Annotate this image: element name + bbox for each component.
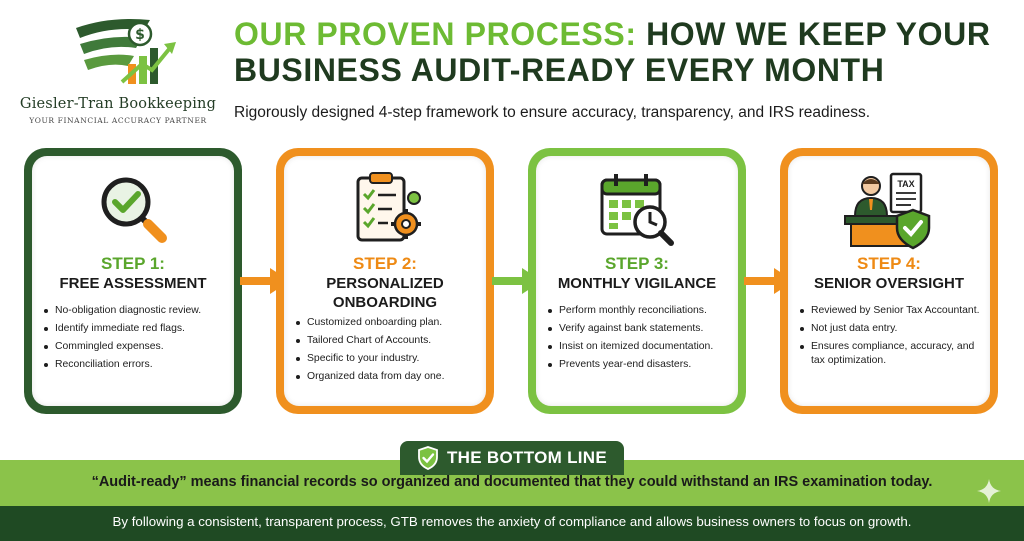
step-title: MONTHLY VIGILANCE (557, 275, 717, 292)
bottom-line-statement: “Audit-ready” means financial records so… (91, 474, 933, 490)
bottom-line-header: THE BOTTOM LINE (400, 441, 624, 475)
step-card-3: STEP 3: MONTHLY VIGILANCE Perform monthl… (528, 148, 746, 414)
brand-name: Giesler-Tran Bookkeeping (19, 96, 217, 112)
step-card-1: STEP 1: FREE ASSESSMENT No-obligation di… (24, 148, 242, 414)
magnifier-check-icon (101, 177, 167, 243)
svg-text:$: $ (135, 27, 145, 43)
step-title-line-2: ONBOARDING (332, 294, 438, 311)
step-title: SENIOR OVERSIGHT (813, 275, 965, 292)
list-item: Identify immediate red flags. (44, 322, 228, 336)
footer-band (0, 506, 1024, 541)
step-number: STEP 3: (605, 254, 669, 273)
bottom-line-title: THE BOTTOM LINE (446, 448, 607, 467)
page-subtitle: Rigorously designed 4-step framework to … (234, 104, 871, 121)
footer-text: By following a consistent, transparent p… (112, 514, 912, 529)
list-item: Specific to your industry. (296, 352, 480, 366)
shield-check-icon (418, 446, 438, 470)
list-item: Organized data from day one. (296, 370, 480, 384)
sparkle-icon (977, 479, 1001, 503)
step-number: STEP 4: (857, 254, 921, 273)
step-bullets: No-obligation diagnostic review. Identif… (44, 304, 228, 376)
step-title: FREE ASSESSMENT (59, 275, 207, 292)
step-card-2: STEP 2: PERSONALIZED ONBOARDING Customiz… (276, 148, 494, 414)
dollar-growth-chart-icon: $ (76, 19, 176, 84)
brand-logo: $ Giesler-Tran Bookkeeping YOUR FINANCIA… (12, 12, 224, 130)
step-number: STEP 1: (101, 254, 165, 273)
step-bullets: Perform monthly reconciliations. Verify … (548, 304, 732, 376)
list-item: Customized onboarding plan. (296, 316, 480, 330)
list-item: Reconciliation errors. (44, 358, 228, 372)
list-item: Insist on itemized documentation. (548, 340, 732, 354)
list-item: Not just data entry. (800, 322, 984, 336)
headline-accent: OUR PROVEN PROCESS: (234, 16, 637, 52)
step-card-4: TAX STEP 4: SENIOR OVERSIGHT Reviewed by… (780, 148, 998, 414)
list-item: Prevents year-end disasters. (548, 358, 732, 372)
list-item: Tailored Chart of Accounts. (296, 334, 480, 348)
list-item: Reviewed by Senior Tax Accountant. (800, 304, 984, 318)
step-title-line-1: PERSONALIZED (326, 275, 444, 292)
calendar-clock-icon (600, 174, 674, 246)
list-item: Verify against bank statements. (548, 322, 732, 336)
list-item: Ensures compliance, accuracy, and tax op… (800, 340, 984, 367)
tax-form-label: TAX (897, 179, 914, 189)
clipboard-gear-icon (356, 172, 421, 242)
step-bullets: Customized onboarding plan. Tailored Cha… (296, 316, 480, 388)
brand-tagline: YOUR FINANCIAL ACCURACY PARTNER (29, 116, 207, 125)
headline-main: HOW WE KEEP YOUR BUSINESS AUDIT-READY EV… (234, 16, 991, 88)
list-item: No-obligation diagnostic review. (44, 304, 228, 318)
list-item: Commingled expenses. (44, 340, 228, 354)
step-number: STEP 2: (353, 254, 417, 273)
page-title: OUR PROVEN PROCESS: HOW WE KEEP YOUR BUS… (234, 16, 1014, 88)
step-bullets: Reviewed by Senior Tax Accountant. Not j… (800, 304, 984, 372)
accountant-tax-shield-icon: TAX (844, 172, 931, 250)
list-item: Perform monthly reconciliations. (548, 304, 732, 318)
